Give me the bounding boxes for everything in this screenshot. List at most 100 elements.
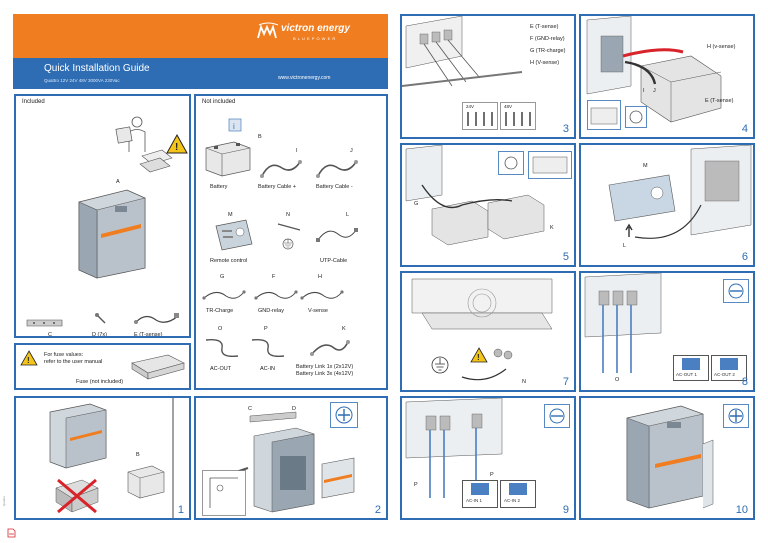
victron-logo-icon [257, 22, 279, 39]
step1-letter-b: B [136, 452, 140, 458]
step9-terminal-block-1 [471, 483, 489, 495]
letter-j: J [350, 148, 353, 154]
label-battery-link: Battery Link 1x (2x12V) Battery Link 3x … [296, 364, 354, 377]
guide-subtitle: Quattro 12V 24V 48V 3000VA 230Vac [44, 78, 120, 83]
battery-cable-minus-illustration [316, 160, 358, 178]
label-utp-cable: UTP-Cable [320, 258, 348, 264]
label-battery: Battery [210, 184, 228, 190]
step9-screwdriver-icon [544, 404, 570, 428]
step8-label-ac-out-2: AC-OUT 2 [714, 372, 735, 377]
step-5-panel: G K 5 [400, 143, 576, 267]
step3-battery-24v-illustration [462, 102, 498, 130]
label-c: C [48, 332, 52, 338]
header-orange-band [13, 14, 388, 58]
step8-terminal-ac-out-1: AC-OUT 1 [673, 355, 709, 381]
step1-battery-illustration [127, 465, 165, 499]
letter-m: M [228, 212, 233, 218]
step5-battery-inset [528, 151, 572, 179]
step3-legend-h: H (V-sense) [530, 60, 560, 66]
letter-g: G [220, 274, 225, 280]
letter-l: L [346, 212, 350, 218]
header-blue-band [13, 58, 388, 89]
letter-i: I [296, 148, 298, 154]
label-d: D (7x) [92, 332, 107, 338]
pdf-icon [7, 528, 16, 538]
mounting-bracket-illustration [26, 319, 63, 327]
step2-screwdriver-icon [330, 402, 358, 428]
step-6-panel: M L 6 [579, 143, 755, 267]
step1-divider [172, 398, 174, 518]
screw-illustration [95, 313, 106, 324]
fuse-panel: ! For fuse values: refer to the user man… [14, 343, 191, 390]
step2-letter-c: C [248, 406, 252, 412]
step-10-panel: 10 [579, 396, 755, 520]
ground-wire-illustration [277, 223, 301, 250]
step9-label-ac-in-1: AC-IN 1 [466, 498, 483, 503]
step10-screwdriver-icon [723, 404, 749, 428]
brand-tagline: B L U E P O W E R [293, 36, 336, 41]
step-7-number: 7 [562, 376, 569, 388]
step8-letter-o: O [615, 377, 620, 383]
step2-unit-mounting-illustration [235, 411, 315, 513]
step4-letter-e: E (T-sense) [705, 98, 734, 104]
step8-terminal-ac-out-2: AC-OUT 2 [711, 355, 747, 381]
ac-in-cable-illustration [251, 338, 285, 358]
person-reading-icon [115, 116, 146, 152]
step9-terminal-block-2 [509, 483, 527, 495]
letter-f: F [272, 274, 276, 280]
step6-letter-l: L [623, 243, 627, 249]
svg-text:!: ! [27, 356, 30, 365]
label-battery-cable-minus: Battery Cable - [316, 184, 353, 190]
label-remote-control: Remote control [210, 258, 248, 264]
step-9-panel: P P AC-IN 1 AC-IN 2 9 [400, 396, 576, 520]
step-5-number: 5 [562, 251, 569, 263]
label-gnd-relay: GND-relay [258, 308, 284, 314]
fuse-note-line1: For fuse values: [44, 352, 84, 358]
step9-letter-p-1: P [414, 482, 418, 488]
t-sense-cable-illustration [134, 313, 179, 324]
label-v-sense: V-sense [308, 308, 328, 314]
step8-label-ac-out-1: AC-OUT 1 [676, 372, 697, 377]
label-e: E (T-sense) [134, 332, 163, 338]
warning-icon: ! [166, 133, 188, 154]
step3-terminal-illustration [402, 16, 523, 87]
step-1-panel: A B 1 [14, 396, 191, 520]
step2-letter-d: D [292, 406, 296, 412]
step8-screwdriver-icon [723, 279, 749, 303]
step4-letter-h: H (v-sense) [707, 44, 736, 50]
step9-terminal-ac-in-1: AC-IN 1 [462, 480, 498, 508]
not-included-panel: Not included i B Battery I Battery Cable… [194, 94, 388, 390]
label-tr-charge: TR-Charge [206, 308, 234, 314]
step-9-number: 9 [562, 504, 569, 516]
step3-label-48v: 48V [504, 104, 513, 109]
manual-book-icon: i [228, 118, 242, 132]
step3-legend-f: F (GND-relay) [530, 36, 565, 42]
step5-wiring-illustration [405, 145, 545, 246]
step2-detail-inset [202, 470, 246, 516]
step3-battery-48v-illustration [500, 102, 536, 130]
step4-tool-icon [625, 106, 647, 128]
battery-illustration [205, 141, 251, 177]
label-battery-cable-plus: Battery Cable + [258, 184, 297, 190]
step-4-number: 4 [741, 123, 748, 135]
letter-k: K [342, 326, 346, 332]
svg-text:i: i [233, 122, 235, 131]
step10-unit-closed-illustration [626, 405, 714, 509]
step9-letter-p-2: P [490, 472, 494, 478]
letter-o: O [218, 326, 223, 332]
label-ac-in: AC-IN [260, 366, 275, 372]
step-2-panel: C D 2 [194, 396, 388, 520]
v-sense-cable-illustration [300, 290, 344, 300]
fuse-illustration [131, 354, 185, 380]
step4-battery-detail-inset [587, 100, 621, 130]
step7-letter-n: N [522, 379, 526, 385]
step5-tool-icon [498, 151, 524, 175]
manuals-icon [139, 149, 173, 173]
step-6-number: 6 [741, 251, 748, 263]
step7-ground-symbol-icon [431, 356, 449, 374]
step-10-number: 10 [735, 504, 748, 516]
step-1-number: 1 [177, 504, 184, 516]
letter-b: B [258, 134, 262, 140]
included-title: Included [22, 99, 45, 105]
step3-legend-g: G (TR-charge) [530, 48, 566, 54]
